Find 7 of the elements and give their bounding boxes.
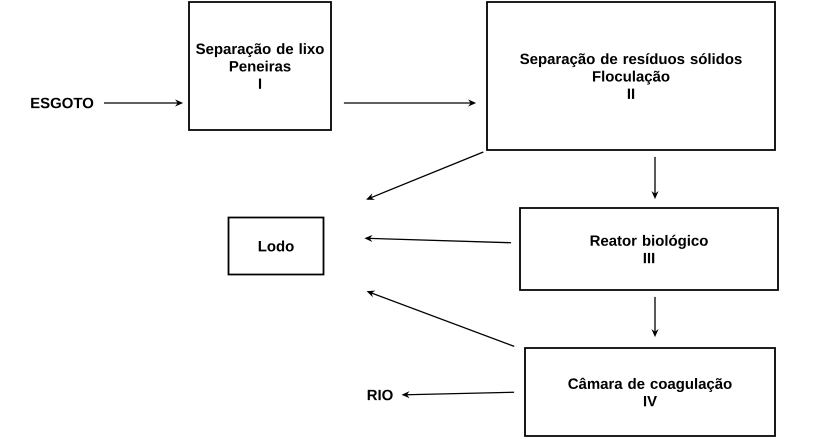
flow-label: ESGOTO [31, 98, 94, 108]
process-box: Separação de lixo Peneiras I [188, 1, 332, 131]
process-box: Reator biológico III [519, 207, 779, 291]
process-box: Separação de resíduos sólidos Floculação II [486, 1, 776, 151]
process-box: Lodo [228, 216, 324, 276]
flow-label: RIO [368, 390, 393, 400]
process-box: Câmara de coagulação IV [524, 347, 776, 437]
